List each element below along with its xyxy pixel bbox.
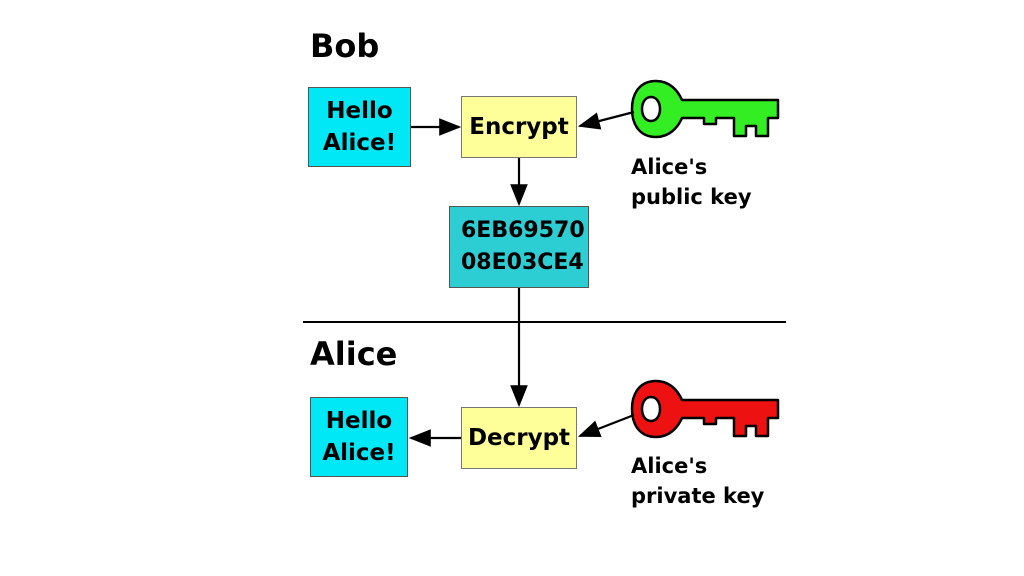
bob-section-title: Bob xyxy=(310,27,380,65)
encrypt-label: Encrypt xyxy=(469,114,569,140)
public-key-to-encrypt-arrow xyxy=(577,110,635,130)
ciphertext-line-1: 6EB69570 xyxy=(461,218,585,243)
private-key-caption: Alice's private key xyxy=(631,451,764,511)
decrypt-box: Decrypt xyxy=(461,407,577,469)
private-key-caption-line-2: private key xyxy=(631,484,765,508)
public-key-caption: Alice's public key xyxy=(631,152,752,212)
bob-plaintext-line-1: Hello xyxy=(326,98,393,124)
private-key-to-decrypt-arrow xyxy=(577,413,635,438)
private-key-icon xyxy=(630,379,780,439)
public-key-caption-line-1: Alice's xyxy=(631,155,708,179)
public-key-caption-line-2: public key xyxy=(631,185,752,209)
ciphertext-line-2: 08E03CE4 xyxy=(461,250,584,275)
public-key-icon xyxy=(630,79,780,139)
bob-plaintext-line-2: Alice! xyxy=(322,130,397,156)
alice-plaintext-line-1: Hello xyxy=(325,408,393,434)
ciphertext-box: 6EB69570 08E03CE4 xyxy=(449,206,589,288)
alice-section-title: Alice xyxy=(310,335,398,373)
private-key-caption-line-1: Alice's xyxy=(631,454,708,478)
encrypt-box: Encrypt xyxy=(461,96,577,158)
alice-plaintext-box: Hello Alice! xyxy=(310,397,408,477)
public-key-shape xyxy=(630,79,780,139)
private-key-shape xyxy=(630,379,780,439)
alice-plaintext-line-2: Alice! xyxy=(322,440,396,466)
bob-plaintext-box: Hello Alice! xyxy=(308,87,411,167)
decrypt-label: Decrypt xyxy=(467,425,571,451)
